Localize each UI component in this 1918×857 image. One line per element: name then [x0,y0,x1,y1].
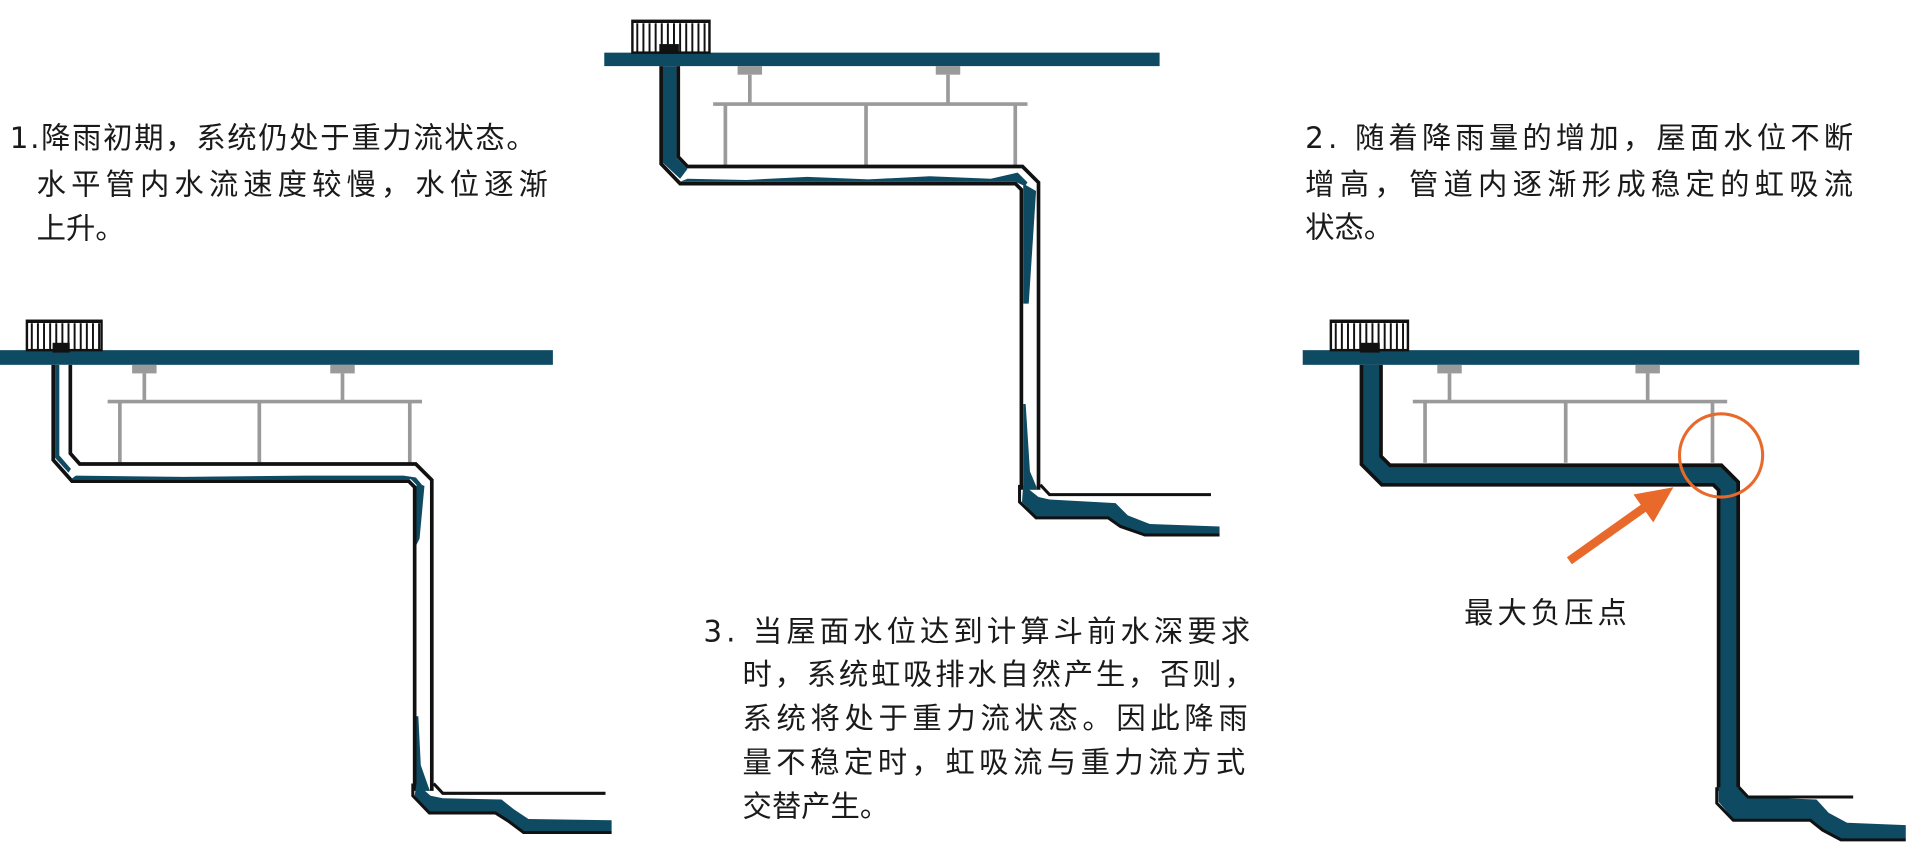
caption-line: 增高，管道内逐渐形成稳定的虹吸流 [1305,168,1853,202]
pipe-wall [51,364,434,791]
outlet-water [1718,787,1906,839]
water-film [1023,404,1037,490]
caption-line: 系统将处于重力流状态。因此降雨 [742,701,1247,735]
support-plate [330,364,355,374]
pipe-bore [55,364,430,791]
outlet-bottom-edge [1715,787,1906,842]
pipe-outlet [411,782,612,835]
support-plate [1635,364,1660,374]
pipe-supports [107,364,423,463]
water-full-section [662,66,688,179]
max-negative-pressure-marker [1566,412,1765,565]
support-plate [737,66,763,75]
support-plate [935,66,961,75]
water-film [416,716,430,791]
stage3-diagram [604,19,1220,537]
outlet-top-edge [1737,786,1854,799]
outlet-water [414,783,612,832]
highlight-circle [1677,412,1765,499]
water-film [70,475,423,485]
caption-line: 1.降雨初期，系统仍处于重力流状态。 [10,121,536,155]
water-film [1023,183,1037,304]
pointer-arrow-head [1633,487,1674,523]
support-plate [132,364,157,374]
pipe-outlet [1018,483,1220,537]
caption-line: 量不稳定时，虹吸流与重力流方式 [742,746,1245,780]
pipe-supports [1412,364,1728,463]
drain-outlet [659,44,679,54]
max-negative-pressure-label: 最大负压点 [1464,596,1627,630]
drain-pipe [659,66,1041,490]
caption-line: 上升。 [37,212,125,246]
water-film [416,482,425,545]
drain-pipe [51,364,434,791]
drain-outlet [1360,342,1380,353]
caption-line: 水平管内水流速度较慢，水位逐渐 [37,168,548,202]
outlet-top-edge [432,782,606,795]
stage1-diagram [0,319,612,835]
pointer-arrow-shaft [1566,503,1648,565]
caption-line: 状态。 [1305,210,1393,244]
caption-line: 2. 随着降雨量的增加，屋面水位不断 [1305,121,1853,155]
caption-line: 交替产生。 [742,790,889,824]
outlet-water [1021,484,1220,534]
pipe-outlet [1715,786,1906,842]
drain-outlet [52,342,70,353]
support-plate [1437,364,1462,374]
stage2-diagram: 最大负压点 [1302,319,1906,842]
outlet-bottom-edge [1018,484,1220,537]
outlet-bottom-edge [411,783,612,835]
drain-pipe [1359,364,1741,791]
caption-line: 时，系统虹吸排水自然产生，否则， [742,657,1253,691]
stage1-caption: 1.降雨初期，系统仍处于重力流状态。 水平管内水流速度较慢，水位逐渐 上升。 [10,121,548,246]
outlet-top-edge [1039,483,1211,497]
water-full-bore [1363,364,1737,791]
roof-slab [0,350,553,365]
caption-line: 3. 当屋面水位达到计算斗前水深要求 [703,615,1250,649]
water-film [680,172,1028,187]
stage2-caption: 2. 随着降雨量的增加，屋面水位不断 增高，管道内逐渐形成稳定的虹吸流 状态。 [1305,121,1853,244]
pipe-supports [713,66,1028,166]
water-film [55,364,71,473]
stage3-caption: 3. 当屋面水位达到计算斗前水深要求 时，系统虹吸排水自然产生，否则， 系统将处… [703,615,1253,824]
roof-slab [1302,350,1860,365]
roof-slab [604,52,1160,67]
